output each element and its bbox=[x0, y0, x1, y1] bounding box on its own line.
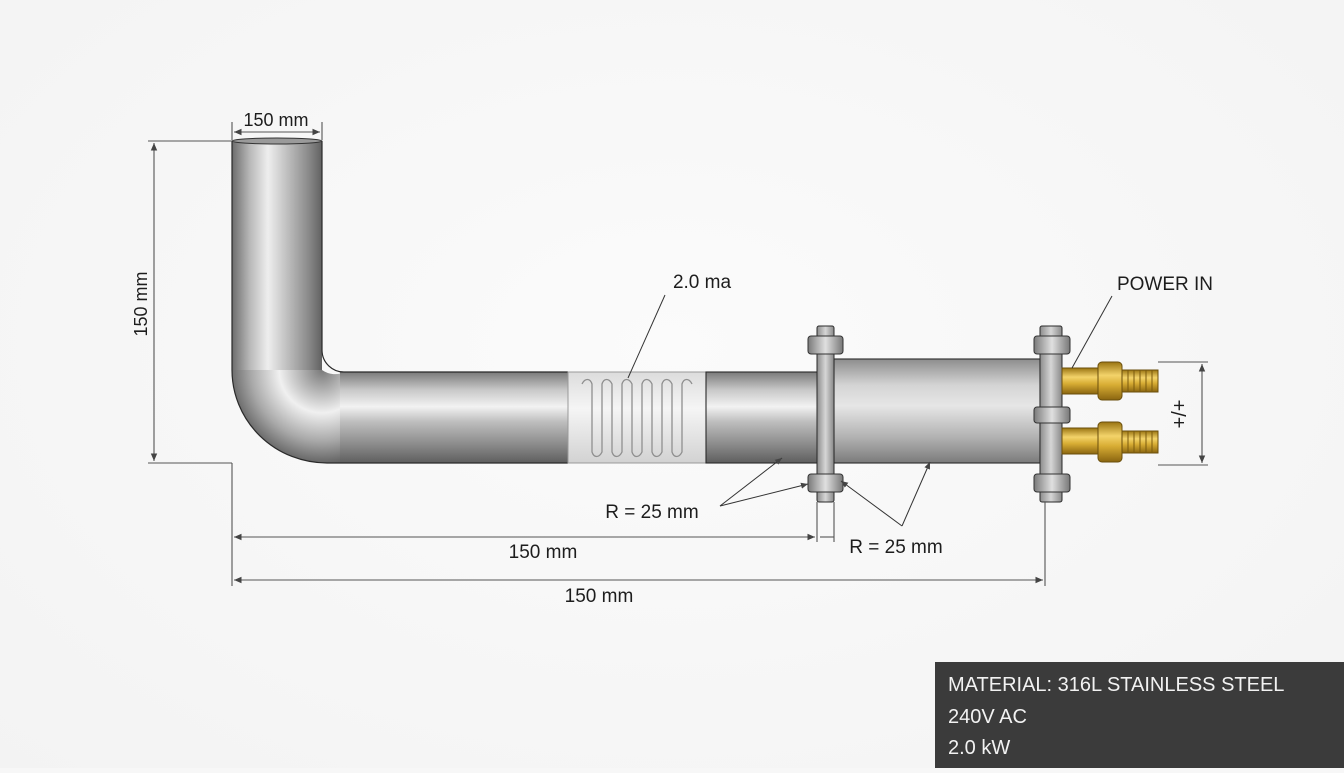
pipe-run-2 bbox=[705, 371, 819, 464]
spec-power: 2.0 kW bbox=[948, 737, 1011, 759]
dim-top-width: 150 mm bbox=[231, 110, 323, 140]
dim-bottom-inner: 150 mm bbox=[231, 463, 834, 586]
dim-top-width-label: 150 mm bbox=[243, 110, 308, 130]
terminal-lower bbox=[1061, 421, 1159, 463]
power-callout-label: POWER IN bbox=[1117, 274, 1213, 295]
pipe-run bbox=[340, 372, 568, 463]
right-flange bbox=[1033, 325, 1071, 503]
left-flange bbox=[807, 325, 844, 503]
coil-callout: 2.0 ma bbox=[627, 272, 732, 379]
bolt-icon bbox=[1033, 473, 1071, 493]
radius-left-callout: R = 25 mm bbox=[605, 457, 809, 523]
radius-right-label: R = 25 mm bbox=[849, 537, 942, 558]
radius-right-callout: R = 25 mm bbox=[840, 461, 943, 558]
dim-left-height: 150 mm bbox=[131, 140, 232, 464]
spec-material: MATERIAL: 316L STAINLESS STEEL bbox=[948, 674, 1285, 696]
pipe-riser bbox=[232, 141, 322, 371]
power-callout: POWER IN bbox=[1071, 274, 1213, 369]
coil-callout-label: 2.0 ma bbox=[673, 272, 732, 293]
pipe-bend bbox=[232, 370, 345, 463]
dim-bottom-overall-label: 150 mm bbox=[565, 586, 634, 607]
bent-pipe bbox=[231, 137, 568, 464]
pipe-opening bbox=[231, 137, 323, 145]
bolt-icon bbox=[807, 335, 844, 355]
heating-coil bbox=[581, 378, 693, 458]
dim-terminal: +/+ bbox=[1158, 361, 1208, 466]
terminal-upper bbox=[1061, 361, 1159, 401]
radius-left-label: R = 25 mm bbox=[605, 502, 698, 523]
bolt-icon bbox=[807, 473, 844, 493]
dim-left-height-label: 150 mm bbox=[131, 271, 151, 336]
bolt-icon bbox=[1033, 335, 1071, 355]
spec-voltage: 240V AC bbox=[948, 705, 1027, 728]
terminal-polarity-label: +/+ bbox=[1169, 400, 1191, 429]
spec-panel: MATERIAL: 316L STAINLESS STEEL 240V AC 2… bbox=[935, 662, 1344, 768]
coil-section bbox=[567, 371, 707, 464]
heater-housing bbox=[833, 358, 1041, 464]
dim-flange-gap bbox=[816, 502, 835, 542]
dim-bottom-overall: 150 mm bbox=[234, 502, 1046, 607]
bolt-icon bbox=[1033, 406, 1071, 424]
dim-bottom-inner-label: 150 mm bbox=[509, 542, 578, 563]
